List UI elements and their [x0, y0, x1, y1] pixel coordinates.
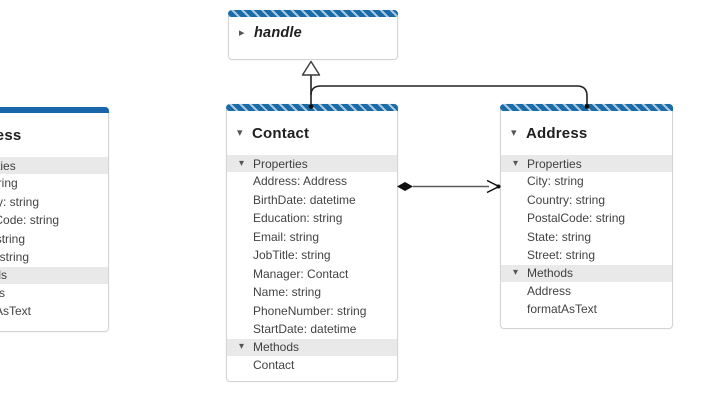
class-node-handle[interactable]: ▸ handle	[228, 10, 398, 60]
open-arrowhead-icon	[486, 179, 501, 194]
method-row: Contact	[253, 357, 295, 372]
property-row: Country: string	[0, 194, 40, 209]
section-header-properties[interactable]: ▾ Properties	[0, 157, 108, 174]
node-header[interactable]: ▾ Address	[0, 113, 108, 157]
section-header-methods[interactable]: ▾ Methods	[0, 266, 108, 284]
property-row: Country: string	[527, 192, 606, 207]
method-row: Address	[0, 285, 6, 300]
collapse-chevron-icon[interactable]: ▾	[513, 267, 519, 278]
property-row: StartDate: datetime	[253, 322, 357, 336]
section-label: Methods	[253, 340, 300, 354]
node-title: Address	[0, 126, 22, 144]
section-label: Methods	[527, 266, 574, 280]
section-header-methods[interactable]: ▾ Methods	[227, 338, 397, 356]
method-row: formatAsText	[0, 304, 32, 318]
hatched-header-bar	[226, 104, 398, 111]
property-row: State: string	[527, 229, 592, 244]
class-node-contact[interactable]: ▾ Contact ▾ Properties Address: Address …	[226, 104, 398, 382]
method-row: formatAsText	[527, 302, 598, 316]
property-row: PostalCode: string	[527, 211, 626, 225]
collapse-chevron-icon[interactable]: ▾	[239, 157, 245, 169]
section-label: Methods	[0, 268, 8, 282]
collapse-chevron-icon[interactable]: ▾	[511, 126, 517, 139]
node-header[interactable]: ▸ handle	[229, 17, 397, 49]
expand-chevron-icon[interactable]: ▸	[239, 26, 245, 39]
section-header-properties[interactable]: ▾ Properties	[227, 155, 397, 172]
section-label: Properties	[0, 158, 16, 173]
class-node-address[interactable]: ▾ Address ▾ Properties City: string Coun…	[500, 104, 673, 329]
property-row: Email: string	[253, 229, 320, 244]
section-header-methods[interactable]: ▾ Methods	[501, 264, 672, 282]
solid-header-bar	[0, 107, 109, 113]
hatched-header-bar	[500, 104, 673, 111]
node-header[interactable]: ▾ Contact	[227, 111, 397, 155]
node-title: Contact	[252, 124, 310, 142]
section-header-properties[interactable]: ▾ Properties	[501, 155, 672, 172]
method-row: Address	[527, 283, 572, 298]
property-row: Education: string	[253, 211, 343, 225]
generalization-link-address-handle	[310, 85, 588, 106]
collapse-chevron-icon[interactable]: ▾	[239, 341, 245, 352]
node-title: Address	[526, 124, 588, 142]
class-node-address-partial[interactable]: ▾ Address ▾ Properties City: string Coun…	[0, 107, 109, 332]
property-row: Street: string	[0, 250, 30, 264]
collapse-chevron-icon[interactable]: ▾	[513, 157, 519, 169]
node-header[interactable]: ▾ Address	[501, 111, 672, 155]
section-label: Properties	[253, 156, 308, 171]
property-row: JobTitle: string	[253, 248, 331, 262]
filled-diamond-icon	[397, 182, 413, 191]
hatched-header-bar	[228, 10, 398, 17]
section-label: Properties	[527, 156, 582, 171]
hollow-triangle-arrowhead-icon	[301, 60, 321, 76]
property-row: State: string	[0, 231, 26, 246]
property-row: PostalCode: string	[0, 213, 60, 227]
property-row: Name: string	[253, 285, 322, 299]
property-row: Address: Address	[253, 174, 348, 188]
property-row: BirthDate: datetime	[253, 192, 356, 207]
property-row: PhoneNumber: string	[253, 303, 367, 318]
property-row: City: string	[527, 174, 584, 188]
collapse-chevron-icon[interactable]: ▾	[237, 126, 243, 139]
property-row: Street: string	[527, 248, 596, 262]
property-row: City: string	[0, 176, 18, 190]
node-title: handle	[254, 25, 302, 41]
property-row: Manager: Contact	[253, 266, 349, 281]
